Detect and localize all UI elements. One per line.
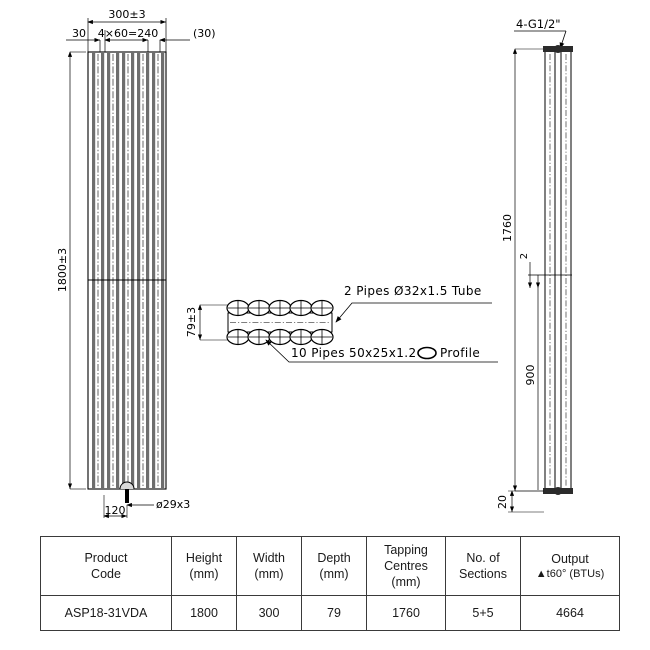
dim-small-offset: 2 <box>519 253 572 288</box>
note-profile-label-suffix: Profile <box>440 346 480 360</box>
side-elevation-view: 4-G1/2" 1760 <box>496 17 573 513</box>
cell-width: 300 <box>236 595 302 631</box>
header-sections-line2: Sections <box>459 567 507 581</box>
dim-connection-offset-label: 120 <box>105 504 126 517</box>
header-product-code-line1: Product <box>84 551 128 565</box>
cell-height: 1800 <box>171 595 237 631</box>
dim-tapping-centres-label: 1760 <box>501 214 514 242</box>
header-depth-line2: (mm) <box>319 567 349 581</box>
dim-left-margin-label: 30 <box>72 27 86 40</box>
specification-table: Product Code Height (mm) Width (mm) Dept… <box>40 536 620 631</box>
dim-small-offset-label: 2 <box>519 253 530 259</box>
header-product-code: Product Code <box>40 536 172 596</box>
note-profile-label-prefix: 10 Pipes 50x25x1.2 <box>291 346 416 360</box>
radiator-fins <box>92 52 165 489</box>
dim-tapping-centres: 1760 <box>501 48 543 492</box>
header-depth-line1: Depth <box>317 551 351 565</box>
bottom-tapping-fittings <box>543 487 573 495</box>
dim-depth: 79±3 <box>185 304 232 341</box>
table-header-row: Product Code Height (mm) Width (mm) Dept… <box>40 536 620 596</box>
ellipse-profile-glyph <box>417 346 437 360</box>
dim-overall-width-label: 300±3 <box>108 8 145 21</box>
dim-connection-offset: 120 <box>103 495 128 519</box>
cell-tapping-centres: 1760 <box>366 595 446 631</box>
dim-pitch: 4×60=240 <box>98 27 158 43</box>
note-tube-leader <box>335 302 492 323</box>
header-width-line2: (mm) <box>254 567 284 581</box>
header-tapping-centres-line2: Centres <box>384 559 428 573</box>
profile-row-top <box>226 299 334 317</box>
dim-pitch-label: 4×60=240 <box>98 27 158 40</box>
header-tapping-centres: Tapping Centres (mm) <box>366 536 446 596</box>
table-row: ASP18-31VDA 1800 300 79 1760 5+5 4664 <box>40 595 620 631</box>
header-height: Height (mm) <box>171 536 237 596</box>
dim-right-margin-label: (30) <box>193 27 216 40</box>
header-tapping-centres-line1: Tapping <box>384 543 428 557</box>
note-profile-leader <box>265 339 498 363</box>
dim-left-margin: 30 <box>66 27 100 43</box>
header-product-code-line2: Code <box>91 567 121 581</box>
dim-depth-label: 79±3 <box>185 307 198 337</box>
header-width-line1: Width <box>253 551 285 565</box>
header-depth: Depth (mm) <box>301 536 367 596</box>
section-detail-view: 79±3 <box>185 284 498 363</box>
note-tube-label: 2 Pipes Ø32x1.5 Tube <box>344 284 482 298</box>
header-tapping-centres-line3: (mm) <box>391 575 421 589</box>
profile-row-bottom <box>226 328 334 346</box>
front-elevation-view: 300±3 30 4×60=240 (30) <box>56 8 216 519</box>
header-height-line1: Height <box>185 551 223 565</box>
dim-mid-height: 900 <box>524 288 539 490</box>
callout-connection-size: ø29x3 <box>126 498 190 511</box>
dim-mid-height-label: 900 <box>524 365 537 386</box>
header-width: Width (mm) <box>236 536 302 596</box>
header-output-line2: ▲t60° (BTUs) <box>535 567 605 580</box>
cell-sections: 5+5 <box>445 595 521 631</box>
header-sections-line1: No. of <box>466 551 500 565</box>
cell-output: 4664 <box>520 595 620 631</box>
top-tapping-fittings <box>543 45 573 53</box>
header-height-line2: (mm) <box>189 567 219 581</box>
header-output-line1: Output <box>551 551 589 566</box>
header-output: Output ▲t60° (BTUs) <box>520 536 620 596</box>
dim-bottom-offset: 20 <box>496 490 544 513</box>
specification-table-wrapper: Product Code Height (mm) Width (mm) Dept… <box>40 536 620 631</box>
dim-bottom-offset-label: 20 <box>496 495 509 509</box>
dim-overall-width: 300±3 <box>87 8 166 25</box>
note-tapping-thread-label: 4-G1/2" <box>516 17 561 31</box>
bottom-connection <box>119 481 135 503</box>
cell-product-code: ASP18-31VDA <box>40 595 172 631</box>
dim-overall-height-label: 1800±3 <box>56 248 69 292</box>
header-sections: No. of Sections <box>445 536 521 596</box>
callout-connection-size-label: ø29x3 <box>156 498 190 511</box>
dim-right-margin: (30) <box>159 27 216 43</box>
dim-overall-height: 1800±3 <box>56 51 86 490</box>
cell-depth: 79 <box>301 595 367 631</box>
